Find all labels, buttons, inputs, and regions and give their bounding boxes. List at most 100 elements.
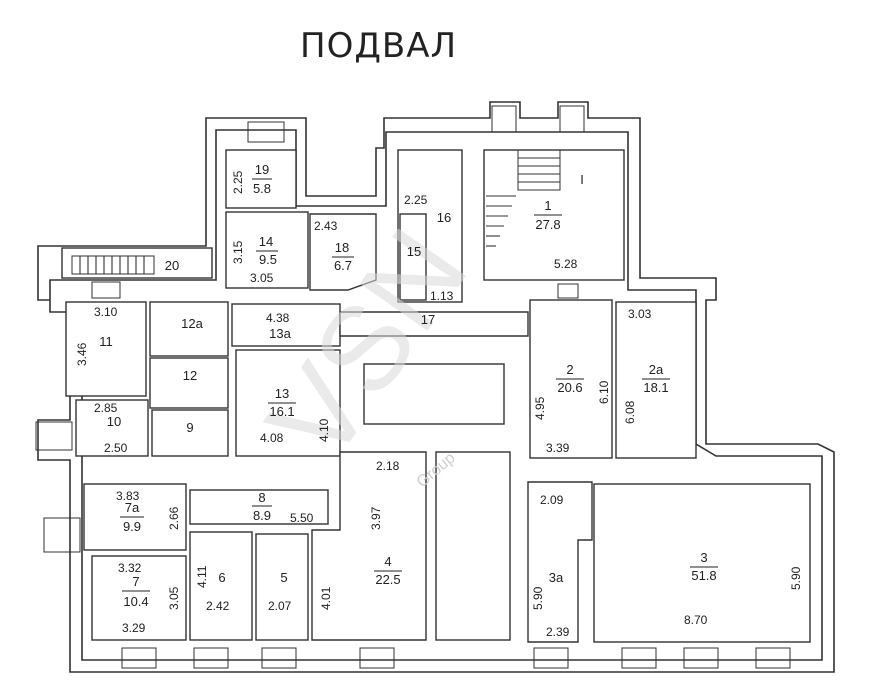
- room-label-19: 19 5.8: [252, 162, 272, 196]
- svg-text:51.8: 51.8: [691, 568, 716, 583]
- svg-text:14: 14: [259, 234, 273, 249]
- svg-text:7: 7: [132, 574, 139, 589]
- room-label-10: 10: [107, 414, 121, 429]
- room-14: [225, 211, 309, 289]
- svg-text:2.25: 2.25: [404, 193, 428, 207]
- room-9: [151, 409, 229, 457]
- svg-text:8.70: 8.70: [684, 613, 708, 627]
- svg-text:18: 18: [335, 240, 349, 255]
- svg-text:22.5: 22.5: [375, 572, 400, 587]
- svg-text:5.28: 5.28: [554, 257, 578, 271]
- stairs-west: [71, 255, 155, 275]
- room-label-1: 1 27.8: [534, 198, 562, 232]
- room-label-7a: 7а 9.9: [120, 500, 144, 534]
- room-label-12a: 12а: [181, 316, 203, 331]
- room-5: [255, 533, 309, 641]
- svg-text:2.50: 2.50: [104, 441, 128, 455]
- room-13a: [231, 303, 341, 347]
- room-label-11: 11: [99, 334, 113, 349]
- room-label-8: 8 8.9: [252, 490, 272, 523]
- shaft: [363, 363, 505, 425]
- page-title: ПОДВАЛ: [300, 26, 458, 66]
- svg-text:8.9: 8.9: [253, 508, 271, 523]
- svg-text:10.4: 10.4: [123, 594, 148, 609]
- svg-text:4.38: 4.38: [266, 311, 290, 325]
- room-12: [149, 357, 229, 409]
- svg-text:4.10: 4.10: [317, 418, 331, 442]
- room-label-17: 17: [421, 312, 435, 327]
- svg-text:3.05: 3.05: [167, 586, 181, 610]
- room-10: [75, 399, 149, 457]
- room-2a: [615, 301, 697, 459]
- room-label-18: 18 6.7: [332, 240, 354, 273]
- room-11: [65, 301, 147, 397]
- svg-text:3.83: 3.83: [116, 489, 140, 503]
- svg-text:20.6: 20.6: [557, 380, 582, 395]
- room-8: [189, 489, 329, 525]
- svg-text:9.5: 9.5: [259, 252, 277, 267]
- room-label-15: 15: [407, 244, 421, 259]
- svg-text:3.39: 3.39: [546, 441, 570, 455]
- room-label-13a: 13а: [269, 326, 291, 341]
- svg-text:2.85: 2.85: [94, 401, 118, 415]
- svg-text:2.43: 2.43: [314, 219, 338, 233]
- svg-text:27.8: 27.8: [535, 217, 560, 232]
- svg-text:4.11: 4.11: [195, 565, 209, 588]
- room-label-3: 3 51.8: [690, 550, 718, 583]
- room-label-2: 2 20.6: [556, 362, 584, 395]
- room-17-corridor: [339, 311, 529, 337]
- room-18: [309, 213, 377, 291]
- svg-text:2.25: 2.25: [231, 170, 245, 194]
- room-20-corridor: [61, 247, 213, 279]
- svg-text:2.39: 2.39: [546, 625, 570, 639]
- svg-text:4.08: 4.08: [260, 431, 284, 445]
- room-label-5: 5: [280, 570, 287, 585]
- room-label-13: 13 16.1: [268, 386, 296, 419]
- svg-text:2.18: 2.18: [376, 459, 400, 473]
- dimension-labels: 2.25 2.43 3.15 3.05 2.25 1.13 5.28 3.10 …: [75, 170, 803, 639]
- svg-text:8: 8: [258, 490, 265, 505]
- svg-text:3.29: 3.29: [122, 621, 146, 635]
- svg-text:2: 2: [566, 362, 573, 377]
- svg-text:3.10: 3.10: [94, 305, 118, 319]
- room-label-6: 6: [218, 570, 225, 585]
- room-3: [593, 483, 811, 643]
- room-label-2a: 2а 18.1: [642, 362, 670, 395]
- svg-text:2.42: 2.42: [206, 599, 230, 613]
- room-3a: [527, 481, 593, 643]
- svg-text:18.1: 18.1: [643, 380, 668, 395]
- room-label-3a: 3а: [549, 570, 564, 585]
- svg-text:6.7: 6.7: [334, 258, 352, 273]
- svg-text:4.01: 4.01: [319, 586, 333, 610]
- svg-text:7а: 7а: [125, 500, 140, 515]
- room-label-I: I: [580, 172, 584, 187]
- window-wells: [35, 105, 791, 669]
- svg-text:3.46: 3.46: [75, 342, 89, 366]
- svg-text:13: 13: [275, 386, 289, 401]
- svg-text:3.32: 3.32: [118, 561, 142, 575]
- room-6: [189, 531, 253, 641]
- svg-text:9.9: 9.9: [123, 519, 141, 534]
- room-12a: [149, 301, 229, 357]
- room-7: [91, 555, 187, 641]
- room-label-12: 12: [183, 368, 197, 383]
- svg-text:19: 19: [255, 162, 269, 177]
- room-label-16: 16: [437, 210, 451, 225]
- svg-text:2.07: 2.07: [268, 599, 292, 613]
- svg-text:3: 3: [700, 550, 707, 565]
- svg-text:5.90: 5.90: [531, 586, 545, 610]
- room-label-9: 9: [186, 420, 193, 435]
- svg-text:6.10: 6.10: [597, 380, 611, 404]
- room-label-4: 4 22.5: [374, 554, 402, 587]
- room-15: [399, 213, 427, 301]
- svg-text:2.09: 2.09: [540, 493, 564, 507]
- stairs-room-1: [486, 149, 561, 247]
- svg-text:1: 1: [544, 198, 551, 213]
- room-4: [311, 451, 427, 641]
- svg-text:3.97: 3.97: [369, 506, 383, 530]
- svg-text:4: 4: [384, 554, 391, 569]
- svg-text:5.50: 5.50: [290, 511, 314, 525]
- svg-text:3.03: 3.03: [628, 307, 652, 321]
- room-label-14: 14 9.5: [256, 234, 278, 267]
